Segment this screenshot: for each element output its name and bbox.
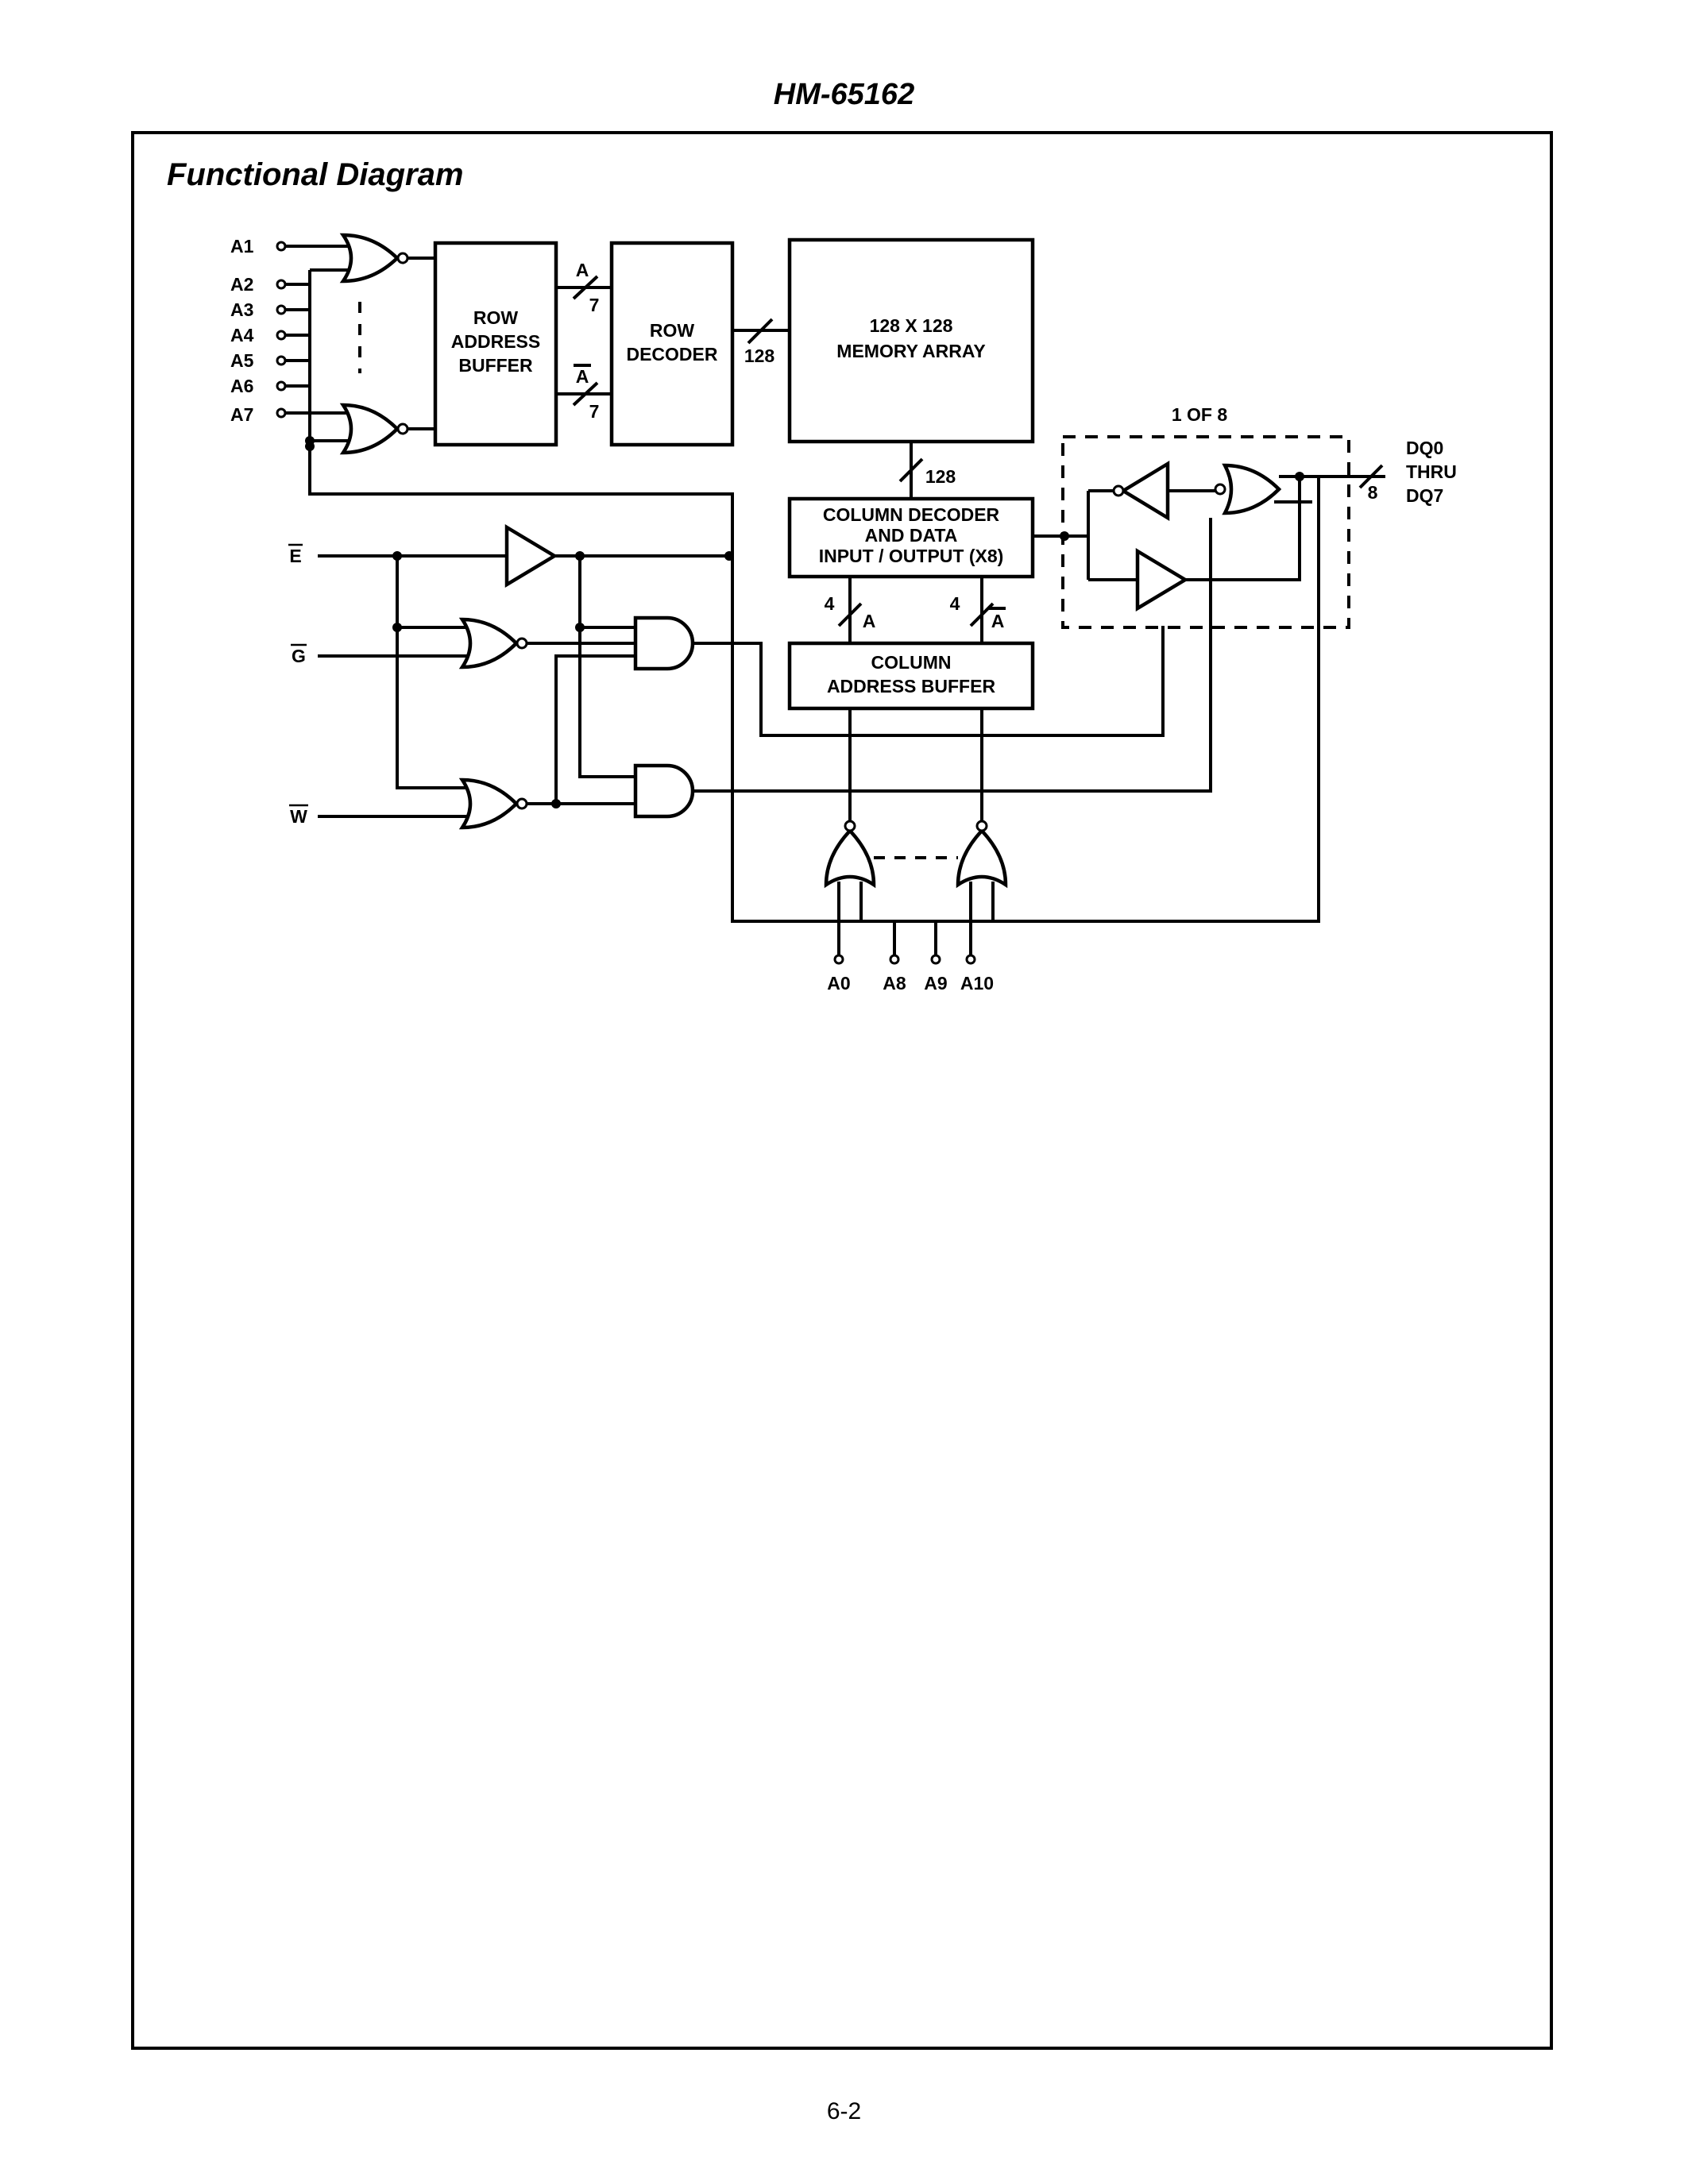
e-buffer-triangle [504,524,558,588]
column-address-buffer-line1: COLUMN [871,652,952,673]
row-address-buffer: ROW ADDRESS BUFFER [433,241,558,447]
bus-width-dq: 8 [1368,482,1378,503]
bus-width-col-right: 4 [950,593,960,614]
inversion-bubble [396,423,409,435]
pin-label-e: E [289,546,301,566]
bus-label-row-comp: A [576,366,589,387]
pin-a1 [276,241,287,252]
row-decoder-line1: ROW [650,320,695,341]
or-gate-column-left [824,828,876,889]
pin-label-a10: A10 [960,973,994,994]
bus-label-col-left: A [863,611,876,631]
dq-label-line2: THRU [1406,461,1457,482]
io-group-label: 1 OF 8 [1172,404,1228,425]
output-gate [1222,463,1282,515]
nor-gate-a1 [339,233,400,284]
pin-label-a9: A9 [924,973,947,994]
pin-label-a7: A7 [230,404,253,425]
bus-label-col-right: A [991,611,1005,631]
pin-label-g: G [292,646,306,666]
address-input-pins: A1 A2 A3 A4 A5 A6 A7 [230,236,350,425]
pin-label-w: W [290,806,307,827]
row-address-buffer-line1: ROW [473,307,519,328]
control-inputs: E G W [288,543,508,827]
pin-a3 [276,304,287,315]
pin-label-a8: A8 [883,973,906,994]
section-title: Functional Diagram [167,157,464,192]
page-header-title: HM-65162 [773,78,915,111]
junction-dot [1060,531,1069,541]
and-gate-read [633,615,695,671]
pin-label-a4: A4 [230,325,254,345]
pin-label-a3: A3 [230,299,253,320]
pin-a5 [276,355,287,366]
pin-label-a5: A5 [230,350,254,371]
dq-label-line1: DQ0 [1406,438,1443,458]
inversion-bubble [1112,484,1125,497]
pin-label-a6: A6 [230,376,253,396]
pin-a10 [965,954,976,965]
figure-frame [131,131,1553,2050]
bus-width-decoder-to-array: 128 [744,345,775,366]
and-gate-write [633,763,695,819]
memory-array-line1: 128 X 128 [870,315,953,336]
column-decoder: COLUMN DECODER AND DATA INPUT / OUTPUT (… [787,496,1035,579]
column-decoder-line1: COLUMN DECODER [823,504,1000,525]
bus-width-col-left: 4 [825,593,835,614]
row-decoder-line2: DECODER [626,344,717,365]
or-gate-column-right [956,828,1008,889]
nor-gate-w [458,778,520,830]
column-address-buffer-line2: ADDRESS BUFFER [827,676,996,696]
column-address-buffer: COLUMN ADDRESS BUFFER [787,641,1035,711]
dq-label-line3: DQ7 [1406,485,1443,506]
page-number: 6-2 [826,2098,862,2124]
bus-width-row-comp: 7 [589,401,600,422]
row-address-buffer-line2: ADDRESS [451,331,540,352]
pin-label-a0: A0 [827,973,850,994]
pin-label-a1: A1 [230,236,254,257]
column-decoder-line2: AND DATA [865,525,958,546]
pin-a4 [276,330,287,341]
io-buffer-group: 1 OF 8 [1033,404,1385,629]
junction-dot [392,623,402,632]
output-buffer [1119,461,1170,521]
memory-array-line2: MEMORY ARRAY [836,341,985,361]
pin-a7 [276,407,287,419]
inversion-bubble [975,820,988,832]
inversion-bubble [844,820,856,832]
row-decoder: ROW DECODER [609,241,735,447]
nor-gate-a7 [339,403,400,455]
pin-a9 [930,954,941,965]
pin-a8 [889,954,900,965]
memory-array: 128 X 128 MEMORY ARRAY [787,237,1035,444]
inversion-bubble [516,797,528,810]
row-address-buffer-line3: BUFFER [458,355,533,376]
column-input-gates: A0 A8 A9 A10 [824,708,1008,994]
junction-dot [1295,472,1304,481]
pin-a0 [833,954,844,965]
inversion-bubble [516,637,528,650]
pin-a2 [276,279,287,290]
inversion-bubble [1214,483,1226,496]
bus-width-array-to-column: 128 [925,466,956,487]
nor-gate-g [458,617,520,669]
bus-label-row-true: A [576,260,589,280]
junction-dot [305,442,315,451]
pin-a6 [276,380,287,392]
bus-width-row-true: 7 [589,295,600,315]
column-decoder-line3: INPUT / OUTPUT (X8) [819,546,1004,566]
input-buffer [1135,548,1189,612]
inversion-bubble [396,252,409,264]
junction-dot [392,551,402,561]
junction-dot [575,623,585,632]
address-input-gates [305,233,435,492]
pin-label-a2: A2 [230,274,253,295]
